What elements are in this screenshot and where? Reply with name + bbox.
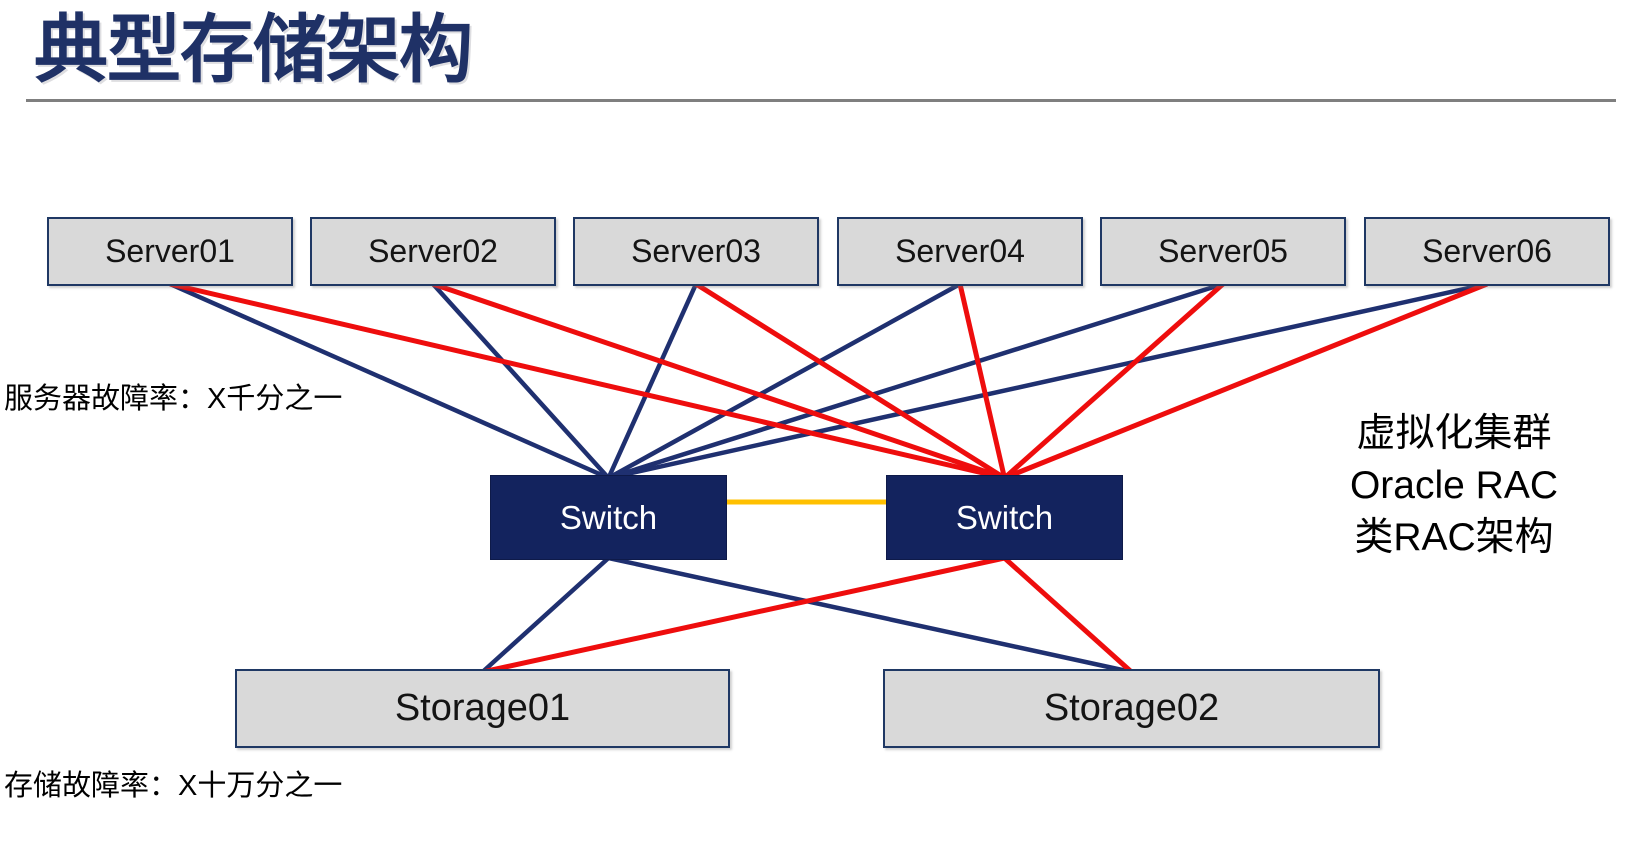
server06-label: Server06 <box>1422 233 1552 269</box>
connection-server05-switch-a <box>607 281 1224 481</box>
switch-left-label: Switch <box>559 498 658 536</box>
server02-label: Server02 <box>368 233 498 269</box>
connection-server02-switch-b <box>432 281 1006 481</box>
server04-box: Server04 <box>837 217 1083 286</box>
connection-server06-switch-a <box>608 281 1488 481</box>
storage02-box: Storage02 <box>883 669 1380 748</box>
connection-switch-b-storage02 <box>1002 556 1134 674</box>
server03-box: Server03 <box>573 217 819 286</box>
connection-server03-switch-a <box>606 283 699 479</box>
connection-server05-switch-b <box>1002 282 1225 480</box>
server03-label: Server03 <box>631 233 761 269</box>
server01-label: Server01 <box>105 233 235 269</box>
storage-failure-rate-note: 存储故障率：X十万分之一 <box>4 770 343 802</box>
connection-server04-switch-b <box>957 283 1007 479</box>
server06-box: Server06 <box>1364 217 1610 286</box>
server-failure-rate-note: 服务器故障率：X千分之一 <box>4 383 343 415</box>
connection-server01-switch-a <box>169 281 610 481</box>
server04-label: Server04 <box>895 233 1025 269</box>
switch-left-box: Switch <box>490 475 727 560</box>
connection-switch-a-storage02 <box>608 555 1132 675</box>
server05-box: Server05 <box>1100 217 1346 286</box>
server02-box: Server02 <box>310 217 556 286</box>
storage02-label: Storage02 <box>1043 687 1220 729</box>
cluster-note-line-3: 类RAC架构 <box>1354 516 1554 559</box>
switch-right-box: Switch <box>886 475 1123 560</box>
switch-right-label: Switch <box>955 498 1054 536</box>
connection-switch-a-storage01 <box>480 556 611 674</box>
server05-label: Server05 <box>1158 233 1288 269</box>
storage01-box: Storage01 <box>235 669 730 748</box>
connection-server03-switch-b <box>694 281 1006 481</box>
title-divider-line <box>26 99 1616 102</box>
connection-switch-b-storage01 <box>481 555 1006 675</box>
server01-box: Server01 <box>47 217 293 286</box>
connection-server04-switch-a <box>607 282 962 480</box>
cluster-note-line-1: 虚拟化集群 <box>1356 412 1552 455</box>
cluster-architecture-note: 虚拟化集群 Oracle RAC 类RAC架构 <box>1318 408 1590 564</box>
connection-server02-switch-a <box>431 282 611 480</box>
storage01-label: Storage01 <box>394 687 571 729</box>
connection-server01-switch-b <box>169 281 1006 481</box>
cluster-note-line-2: Oracle RAC <box>1349 464 1559 507</box>
page-title: 典型存储架构 <box>34 8 473 91</box>
connection-server06-switch-b <box>1003 281 1488 481</box>
